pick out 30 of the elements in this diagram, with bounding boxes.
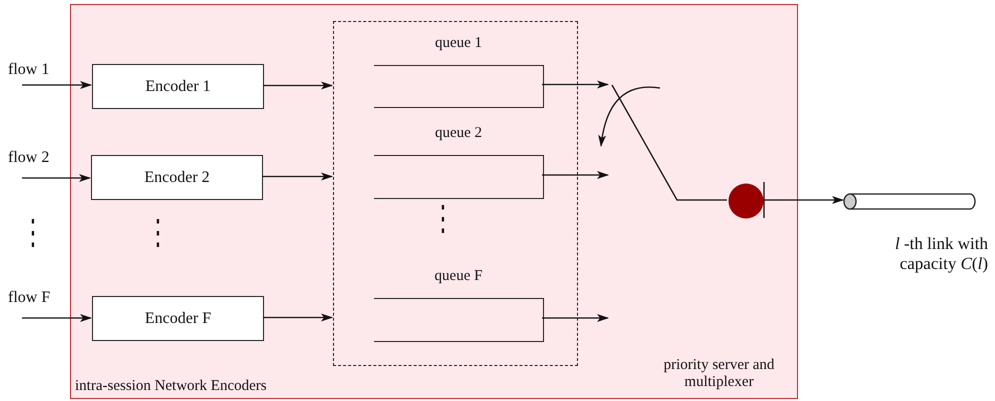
ellipsis-label: ⋮ — [432, 201, 454, 237]
queue-label: queue F — [434, 268, 484, 285]
arrow — [542, 80, 609, 88]
arrow — [22, 174, 91, 182]
arrow — [263, 314, 333, 322]
queue-label: queue 2 — [434, 125, 484, 142]
encoder-panel — [70, 4, 798, 399]
ellipsis-label: ⋮ — [147, 215, 169, 251]
server-label: priority server and multiplexer — [662, 357, 776, 390]
queue-label: queue 1 — [434, 35, 484, 52]
link-cylinder — [843, 193, 976, 210]
ellipsis-label: ⋮ — [22, 215, 44, 251]
arrow — [542, 314, 609, 322]
panel-title: intra-session Network Encoders — [75, 378, 267, 394]
flow-label: flow 2 — [8, 150, 50, 166]
switch-line — [611, 84, 727, 201]
arrow — [763, 196, 844, 204]
server-circle — [728, 183, 764, 219]
arrow — [22, 81, 92, 89]
arrow — [263, 82, 333, 90]
flow-label: flow 1 — [8, 62, 50, 78]
arrow — [22, 314, 92, 322]
encoder-box: Encoder F — [92, 296, 264, 341]
encoder-box: Encoder 1 — [92, 64, 264, 109]
encoder-box: Encoder 2 — [91, 155, 263, 200]
dashed-group-box — [333, 21, 578, 366]
arrow — [262, 172, 333, 180]
flow-label: flow F — [8, 290, 50, 306]
link-caption: l -th link with capacity C(l) — [894, 234, 988, 275]
arrow — [542, 171, 609, 179]
